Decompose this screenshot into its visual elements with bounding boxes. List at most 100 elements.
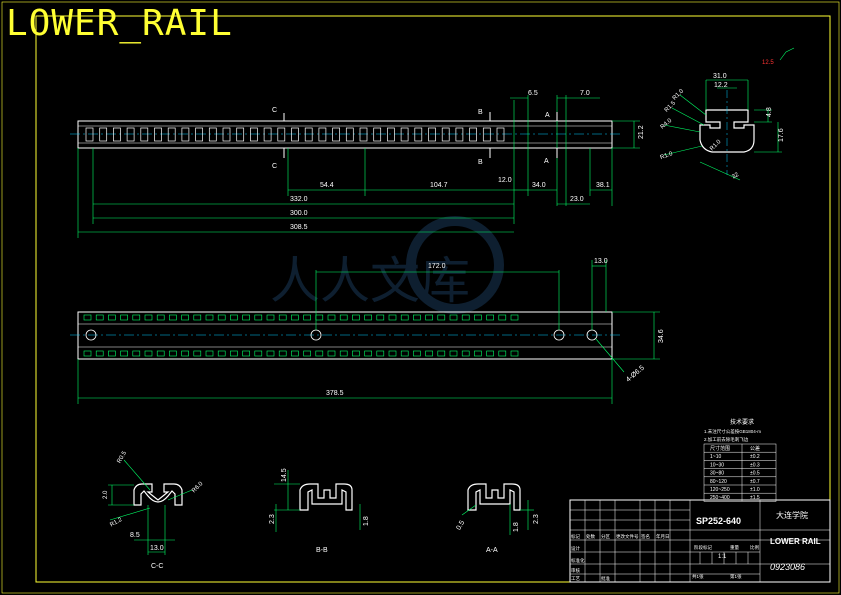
section-label-bb: B-B [316,547,328,554]
slot [99,127,108,142]
section-mark-a-bottom: A [544,158,549,165]
slot-lower [266,350,275,357]
dim-308-5: 308.5 [290,224,308,231]
dim-34-6: 34.6 [658,329,665,343]
slot [195,127,203,142]
aa-dim-2-3: 2.3 [533,514,540,524]
section-cc: R0.5 2.0 R6.0 R1.2 8.5 13.0 C-C [103,450,205,570]
slot-upper [132,314,141,321]
rail-outline-top [77,120,613,149]
slot [359,127,368,142]
section-mark-c-bottom: C [272,163,277,170]
title-block-cell: 年月日 [656,533,670,540]
dim-38-1: 38.1 [596,182,610,189]
slot [208,127,217,142]
title-block-cell: 标记 [571,533,580,540]
slot-upper [327,314,336,321]
dim-378-5: 378.5 [326,390,344,397]
slot-lower [278,350,287,357]
slot-lower [486,350,494,357]
slot [441,127,450,142]
dim-104-7: 104.7 [430,182,448,189]
slot-lower [413,350,421,357]
slot [291,127,299,142]
title-block-cell: 审核 [571,567,580,574]
bb-dim-2-3: 2.3 [269,514,276,524]
aa-dim-0-5: 0.5 [455,519,466,531]
section-mark-a-top: A [545,112,550,119]
slot [469,127,477,142]
dim-r1-0-c: R1.0 [709,139,723,153]
slot-upper [108,314,116,321]
dim-31-0: 31.0 [713,73,727,80]
slot-lower [193,350,202,357]
title-block-cell: 阶段标记 [694,544,712,551]
mount-hole-1 [85,329,97,341]
slot-upper [437,314,446,321]
slot-lower [217,350,226,357]
section-mark-b-top: B [478,109,483,116]
cc-dim-r6-0: R6.0 [191,481,205,495]
section-mark-b-bottom: B [478,159,483,166]
section-bb: 14.5 2.3 1.8 B-B [269,468,370,554]
drawing-scale: 1:1 [718,554,727,560]
tolerance-range: 250~400 [710,495,730,501]
slot-upper [474,314,482,321]
title-block-cell: 共1张 [692,573,704,580]
tolerance-note-2: 2.加工前去除毛刺飞边 [704,436,749,443]
slot-upper [278,314,287,321]
slot-lower [400,350,409,357]
slot-upper [291,314,299,321]
cc-dim-r0-5: R0.5 [117,450,129,465]
slot [167,127,176,142]
slot-lower [376,350,385,357]
slot-rows-bottom [83,314,519,357]
cc-dim-8-5: 8.5 [130,532,140,539]
slot-upper [144,314,153,321]
slot [345,127,354,142]
slot [414,127,423,142]
dim-34-0: 34.0 [532,182,546,189]
dim-r1-0-a: R1.0 [672,88,686,102]
tolerance-range: 尺寸范围 [710,445,730,452]
slot [263,127,272,142]
slot [304,127,313,142]
slot-upper [83,314,92,321]
slot-lower [205,350,214,357]
slot-upper [156,314,165,321]
dim-12-0: 12.0 [498,177,512,184]
slot-lower [449,350,458,357]
slot-upper [376,314,385,321]
slot [318,127,327,142]
dim-r1-0-b: R1.0 [660,151,675,161]
slot-upper [254,314,263,321]
drawing-heading: LOWER_RAIL [6,3,233,44]
tolerance-value: ±0.7 [750,479,760,485]
title-block: SP252-640 大连学院 LOWER RAIL 0923086 1:1 标记… [569,499,831,583]
cc-dim-13-0: 13.0 [150,545,164,552]
slot [332,127,340,142]
part-name: LOWER RAIL [770,537,821,546]
slot-upper [449,314,458,321]
slot-lower [364,350,372,357]
slot-upper [205,314,214,321]
title-block-cell: 设计 [571,545,580,552]
section-label-cc: C-C [151,563,163,570]
slot-upper [339,314,348,321]
aa-dim-1-8: 1.8 [513,522,520,532]
school-name: 大连学院 [776,510,808,520]
top-view: 54.4 104.7 12.0 34.0 38.1 332.0 23.0 300… [70,90,645,238]
slot-lower [144,350,153,357]
tolerance-note-1: 1.未注尺寸公差按GB1804-m [704,428,761,435]
tolerance-value: ±1.0 [750,487,760,493]
drawing-frame [35,15,831,583]
tolerance-range: 120~250 [710,487,730,493]
slot-lower [291,350,299,357]
slot-upper [169,314,177,321]
roughness-value: 12.5 [762,60,774,66]
slot-lower [510,350,519,357]
slot-lower [425,350,433,357]
slot-lower [461,350,470,357]
slot-lower [169,350,177,357]
